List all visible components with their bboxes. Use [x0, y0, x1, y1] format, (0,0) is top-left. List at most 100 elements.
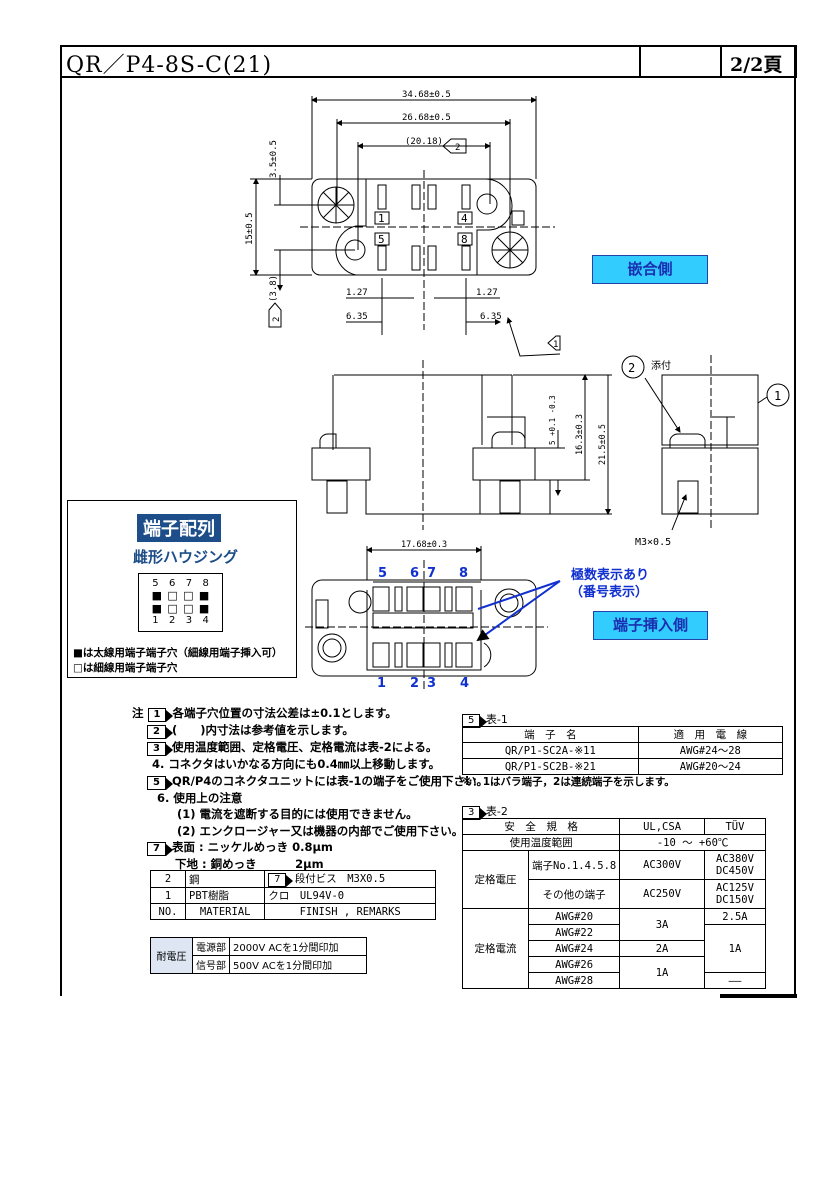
notes: 注 1 各端子穴位置の寸法公差は±0.1とします。 2 ( )内寸法は参考値を示…	[132, 705, 488, 873]
legend-filled: ■は太線用端子端子穴（細線用端子挿入可）	[73, 647, 283, 659]
dim-height: 15±0.5	[245, 212, 255, 245]
cell: 500V ACを1分間印加	[229, 955, 367, 974]
cell: ——	[703, 972, 767, 989]
cell: 3A	[619, 908, 705, 941]
balloon-1: 1	[774, 389, 781, 403]
table-title: 表-2	[485, 805, 508, 818]
pin-number: 6	[168, 578, 176, 589]
cell: 鋼	[184, 870, 266, 888]
cell: 端子No.1.4.5.8	[527, 850, 621, 880]
balloon-2: 2	[628, 361, 635, 375]
note-text: (2) エンクロージャー又は機器の内部でご使用下さい。	[177, 823, 464, 838]
note-flag: 5	[147, 775, 173, 790]
polarity-callout-sub: （番号表示）	[570, 585, 649, 600]
note-text: 6. 使用上の注意	[157, 790, 243, 805]
cell: AC300V	[619, 850, 705, 880]
pitch-right: 1.27	[476, 288, 498, 298]
cell: 耐電圧	[150, 937, 193, 974]
note-text: 4. コネクタはいかなる方向にも0.4㎜以上移動します。	[152, 757, 441, 771]
pin-number: 1	[152, 615, 159, 626]
pin-number: 8	[202, 578, 209, 589]
dim-flange: 5 +0.1 -0.3	[548, 395, 557, 445]
pin-row: ■□□■	[151, 602, 210, 615]
front-view	[311, 360, 612, 530]
pin-number: 2	[168, 615, 176, 626]
divider	[639, 45, 641, 78]
pin-number: 7	[185, 578, 193, 589]
cell: PBT樹脂	[184, 887, 266, 904]
note-flag: 1	[147, 708, 174, 722]
note-text: (1) 電流を遮断する目的には使用できません。	[177, 807, 418, 822]
pin-number: 5	[378, 566, 388, 581]
table-header: 端 子 名適 用 電 線	[462, 726, 784, 743]
table1-footnote: ※：1はバラ端子，2は連続端子を示します。	[462, 776, 675, 788]
cell: AWG#22	[527, 924, 621, 941]
flag-1: 1	[553, 340, 558, 350]
header-cell: FINISH , REMARKS	[264, 903, 436, 920]
right-view	[621, 355, 790, 531]
cell: DC150V	[715, 894, 754, 906]
dim-mount: 26.68±0.5	[402, 113, 451, 123]
cell: 2A	[619, 940, 705, 957]
dim-overall: 34.68±0.5	[402, 90, 451, 100]
attached-note: 添付	[651, 359, 671, 372]
pin-number: 2	[410, 676, 420, 691]
cell: AWG#20	[527, 908, 621, 925]
cell: 2.5A	[703, 908, 767, 925]
pin-layout-subtitle: 雌形ハウジング	[133, 548, 239, 566]
bottom-view	[305, 546, 561, 690]
header-cell: TÜV	[703, 818, 767, 835]
dim-ref: (20.18)	[405, 137, 443, 147]
cell: 2	[150, 870, 186, 888]
pin-number: 4	[202, 615, 209, 626]
note-flag: 7	[268, 873, 294, 887]
flag-2: 2	[272, 317, 282, 322]
cell: AWG#24	[527, 940, 621, 957]
pin-layout-panel	[67, 500, 297, 678]
note-text: 下地 : 銅めっき 2μm	[175, 857, 324, 872]
cell: QR/P1-SC2B-※21	[462, 758, 639, 775]
cell: AWG#24～28	[637, 742, 784, 759]
dim-total: 21.5±0.5	[598, 424, 608, 465]
header-cell: UL,CSA	[619, 818, 705, 835]
divider	[720, 45, 722, 78]
note-flag: 7	[147, 842, 173, 857]
cell: QR/P1-SC2A-※11	[462, 742, 639, 759]
header-cell: 適 用 電 線	[637, 726, 784, 743]
insert-side-label: 端子挿入側	[593, 611, 708, 640]
pin-number: 5	[152, 578, 159, 589]
table-title: 表-1	[485, 713, 508, 726]
flag-2: 2	[455, 143, 460, 153]
cell: 1A	[703, 924, 767, 973]
note-text: 使用温度範囲、定格電圧、定格電流は表-2による。	[171, 740, 438, 754]
note-flag: 2	[147, 725, 173, 739]
top-view	[250, 96, 561, 357]
table-row: AWG#28——	[463, 972, 767, 989]
cell: AC380V	[715, 853, 754, 865]
mating-side-label: 嵌合側	[592, 255, 708, 284]
cell: AC125V	[715, 882, 754, 894]
cell: 1A	[619, 956, 705, 989]
pin-label: 5	[378, 233, 385, 246]
cell: 使用温度範囲	[461, 834, 621, 851]
dim-mid: 16.3±0.3	[575, 414, 585, 455]
cell: AWG#26	[527, 956, 621, 973]
dim-offset: 3.5±0.5	[269, 140, 279, 178]
front-view-labels: 16.3±0.3 21.5±0.5 5 +0.1 -0.3	[548, 395, 608, 465]
dim-width: 17.68±0.3	[401, 540, 447, 550]
